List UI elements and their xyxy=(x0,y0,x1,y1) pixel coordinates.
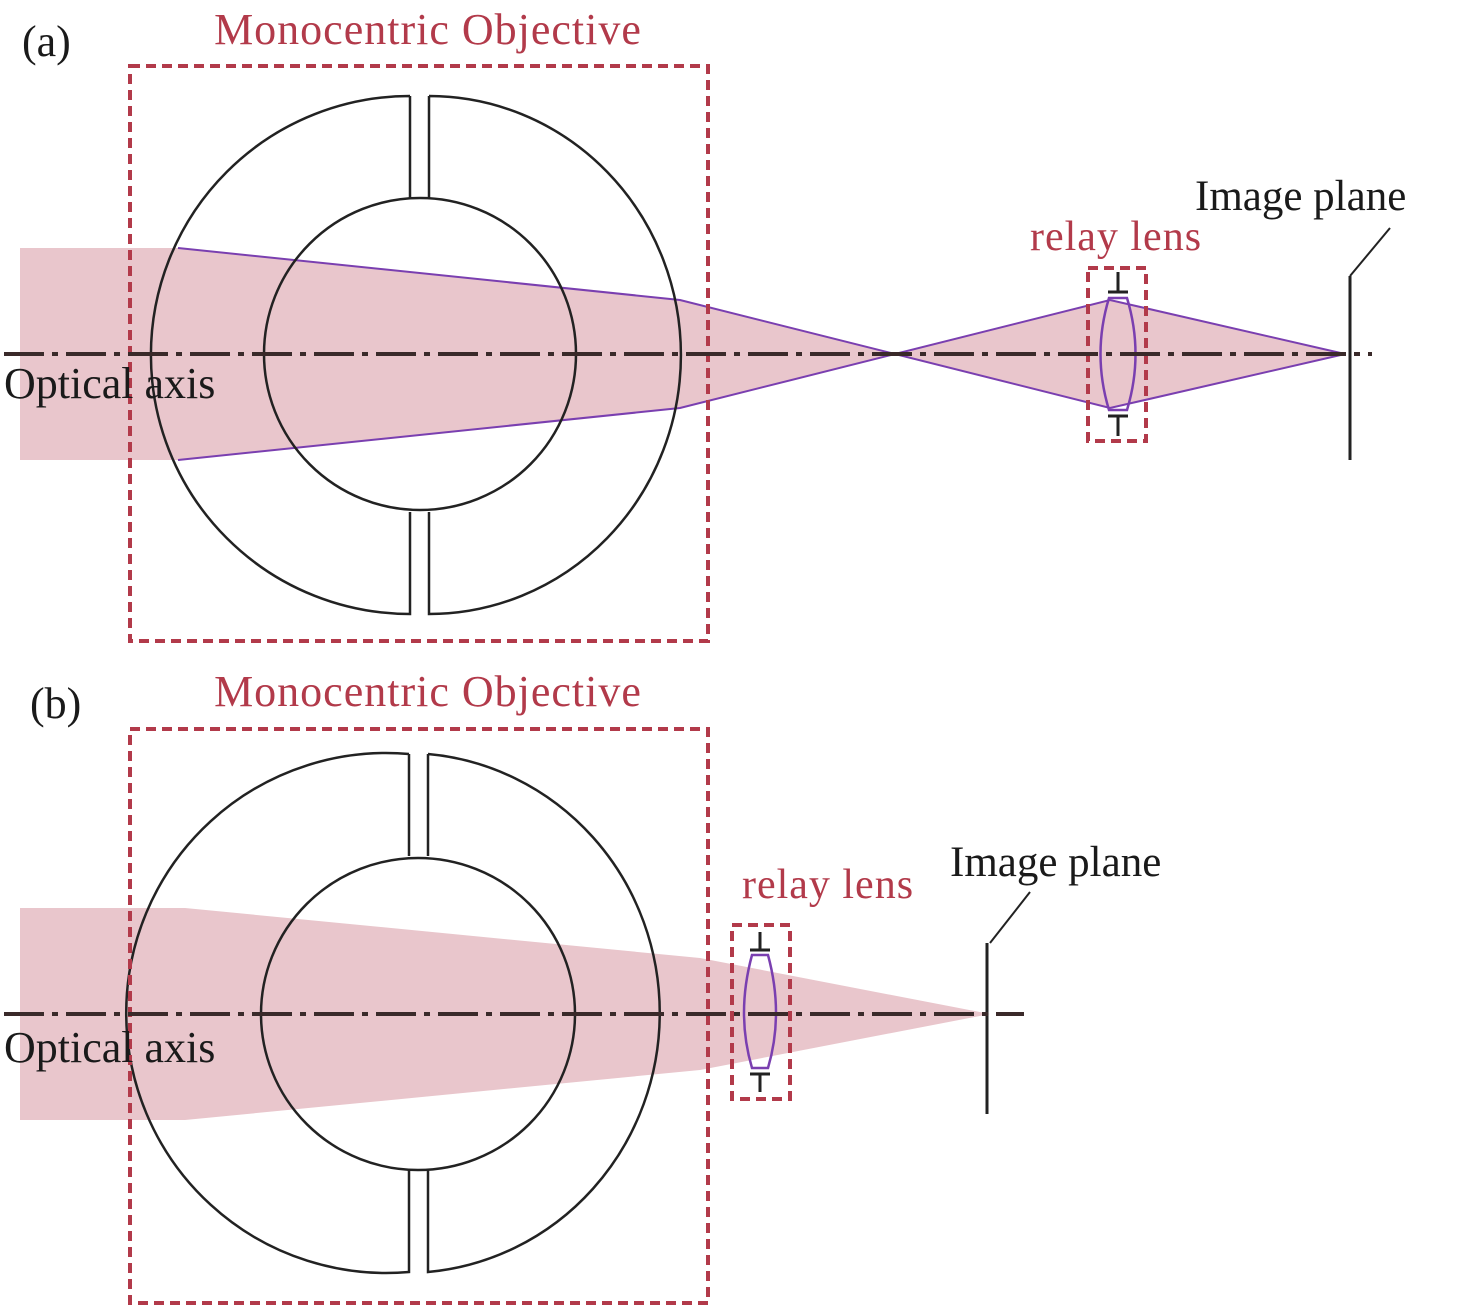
panel-label-b: (b) xyxy=(30,679,81,728)
relay-box-b xyxy=(730,923,792,1101)
panel-a: Monocentric Objective (a) relay lens Ima… xyxy=(4,5,1406,643)
objective-title-a: Monocentric Objective xyxy=(214,5,642,54)
relay-lens-b xyxy=(742,953,778,1070)
outer-shell-right-b xyxy=(426,752,661,1274)
image-plane-label-b: Image plane xyxy=(950,839,1161,886)
outer-shell-right-a xyxy=(427,94,683,616)
relay-label-a: relay lens xyxy=(1030,214,1202,260)
relay-label-b: relay lens xyxy=(742,862,914,908)
beam-a xyxy=(20,248,1345,460)
image-plane-leader-a xyxy=(1349,227,1391,277)
optical-axis-label-a: Optical axis xyxy=(4,359,215,408)
image-plane-leader-b xyxy=(989,891,1031,944)
panel-b: Monocentric Objective (b) relay lens Ima… xyxy=(4,667,1161,1305)
outer-shell-left-a xyxy=(149,94,412,616)
relay-lens-a xyxy=(1099,296,1137,412)
outer-shell-left-b xyxy=(125,751,411,1275)
objective-title-b: Monocentric Objective xyxy=(214,667,642,716)
optical-axis-label-b: Optical axis xyxy=(4,1023,215,1072)
panel-label-a: (a) xyxy=(22,17,71,66)
image-plane-label-a: Image plane xyxy=(1195,173,1406,220)
